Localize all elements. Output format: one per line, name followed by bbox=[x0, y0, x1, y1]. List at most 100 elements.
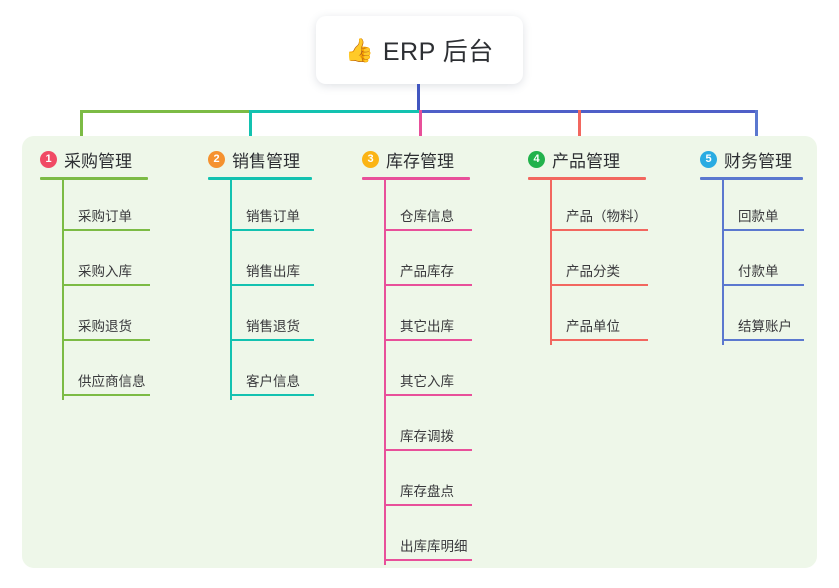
column-spine bbox=[550, 180, 552, 345]
list-item-rule bbox=[722, 339, 804, 341]
list-item-rule bbox=[550, 284, 648, 286]
list-item-rule bbox=[230, 229, 314, 231]
column-index-badge: 2 bbox=[208, 150, 225, 168]
list-item-rule bbox=[62, 284, 150, 286]
column-销售管理: 2 销售管理销售订单销售出库销售退货客户信息 bbox=[208, 146, 314, 400]
drop-sales bbox=[249, 110, 252, 146]
column-items: 销售订单销售出库销售退货客户信息 bbox=[230, 180, 314, 400]
column-header[interactable]: 4 产品管理 bbox=[528, 146, 646, 172]
column-产品管理: 4 产品管理产品（物料） 产品分类产品单位 bbox=[528, 146, 648, 345]
column-header-rule bbox=[528, 177, 646, 180]
segment-sales bbox=[249, 110, 419, 113]
list-item-rule bbox=[62, 229, 150, 231]
column-index-badge: 3 bbox=[362, 150, 379, 168]
list-item-label: 产品单位 bbox=[566, 319, 620, 334]
column-header-rule bbox=[700, 177, 803, 180]
list-item-rule bbox=[230, 284, 314, 286]
drop-purchase bbox=[80, 110, 83, 146]
list-item[interactable]: 库存盘点 bbox=[384, 455, 472, 510]
list-item[interactable]: 产品单位 bbox=[550, 290, 648, 345]
list-item-label: 产品（物料） bbox=[566, 209, 647, 224]
list-item-label: 采购退货 bbox=[78, 319, 132, 334]
list-item-label: 回款单 bbox=[738, 209, 779, 224]
column-index-badge: 4 bbox=[528, 150, 545, 168]
list-item[interactable]: 产品库存 bbox=[384, 235, 472, 290]
list-item-label: 结算账户 bbox=[738, 319, 792, 334]
segment-purchase bbox=[80, 110, 249, 113]
column-spine bbox=[722, 180, 724, 345]
list-item[interactable]: 供应商信息 bbox=[62, 345, 150, 400]
column-title: 财务管理 bbox=[724, 151, 792, 171]
list-item[interactable]: 仓库信息 bbox=[384, 180, 472, 235]
column-title: 采购管理 bbox=[64, 151, 132, 171]
list-item[interactable]: 出库库明细 bbox=[384, 510, 472, 565]
list-item-rule bbox=[722, 229, 804, 231]
column-items: 产品（物料） 产品分类产品单位 bbox=[550, 180, 648, 345]
column-header-rule bbox=[362, 177, 470, 180]
list-item-rule bbox=[550, 229, 648, 231]
column-index-badge: 1 bbox=[40, 150, 57, 168]
list-item-label: 出库库明细 bbox=[400, 539, 468, 554]
list-item-rule bbox=[62, 394, 150, 396]
list-item-label: 采购入库 bbox=[78, 264, 132, 279]
root-title: ERP 后台 bbox=[382, 38, 494, 66]
list-item-rule bbox=[384, 559, 472, 561]
list-item[interactable]: 产品（物料） bbox=[550, 180, 648, 235]
list-item-label: 产品库存 bbox=[400, 264, 454, 279]
drop-finance bbox=[755, 110, 758, 146]
column-header-rule bbox=[40, 177, 148, 180]
list-item[interactable]: 采购入库 bbox=[62, 235, 150, 290]
column-header[interactable]: 2 销售管理 bbox=[208, 146, 312, 172]
list-item-label: 其它入库 bbox=[400, 374, 454, 389]
drop-product bbox=[578, 110, 581, 146]
list-item-label: 客户信息 bbox=[246, 374, 300, 389]
list-item-rule bbox=[722, 284, 804, 286]
segment-right bbox=[419, 110, 756, 113]
column-index-badge: 5 bbox=[700, 150, 717, 168]
list-item-rule bbox=[384, 339, 472, 341]
list-item[interactable]: 采购订单 bbox=[62, 180, 150, 235]
root-node[interactable]: 👍 ERP 后台 bbox=[316, 16, 523, 84]
list-item[interactable]: 其它入库 bbox=[384, 345, 472, 400]
column-header[interactable]: 5 财务管理 bbox=[700, 146, 803, 172]
list-item-label: 供应商信息 bbox=[78, 374, 146, 389]
trunk-connector bbox=[417, 84, 420, 112]
list-item[interactable]: 付款单 bbox=[722, 235, 804, 290]
list-item[interactable]: 销售订单 bbox=[230, 180, 314, 235]
column-items: 采购订单采购入库采购退货供应商信息 bbox=[62, 180, 150, 400]
column-spine bbox=[384, 180, 386, 565]
list-item-label: 销售出库 bbox=[246, 264, 300, 279]
branch-panel bbox=[22, 136, 817, 568]
column-header-rule bbox=[208, 177, 312, 180]
list-item[interactable]: 客户信息 bbox=[230, 345, 314, 400]
list-item-rule bbox=[384, 229, 472, 231]
column-items: 仓库信息产品库存其它出库其它入库库存调拨库存盘点出库库明细 bbox=[384, 180, 472, 565]
column-title: 销售管理 bbox=[232, 151, 300, 171]
column-title: 产品管理 bbox=[552, 151, 620, 171]
column-header[interactable]: 1 采购管理 bbox=[40, 146, 148, 172]
list-item[interactable]: 销售退货 bbox=[230, 290, 314, 345]
list-item[interactable]: 库存调拨 bbox=[384, 400, 472, 455]
list-item-label: 采购订单 bbox=[78, 209, 132, 224]
list-item-rule bbox=[384, 284, 472, 286]
list-item-label: 仓库信息 bbox=[400, 209, 454, 224]
list-item-rule bbox=[230, 394, 314, 396]
list-item-label: 其它出库 bbox=[400, 319, 454, 334]
list-item-label: 库存盘点 bbox=[400, 484, 454, 499]
list-item-rule bbox=[550, 339, 648, 341]
list-item-label: 销售退货 bbox=[246, 319, 300, 334]
list-item-label: 付款单 bbox=[738, 264, 779, 279]
list-item-rule bbox=[230, 339, 314, 341]
list-item[interactable]: 采购退货 bbox=[62, 290, 150, 345]
list-item[interactable]: 销售出库 bbox=[230, 235, 314, 290]
list-item-rule bbox=[384, 394, 472, 396]
list-item-rule bbox=[62, 339, 150, 341]
drop-inventory bbox=[419, 110, 422, 146]
list-item[interactable]: 结算账户 bbox=[722, 290, 804, 345]
list-item[interactable]: 其它出库 bbox=[384, 290, 472, 345]
list-item[interactable]: 回款单 bbox=[722, 180, 804, 235]
list-item[interactable]: 产品分类 bbox=[550, 235, 648, 290]
